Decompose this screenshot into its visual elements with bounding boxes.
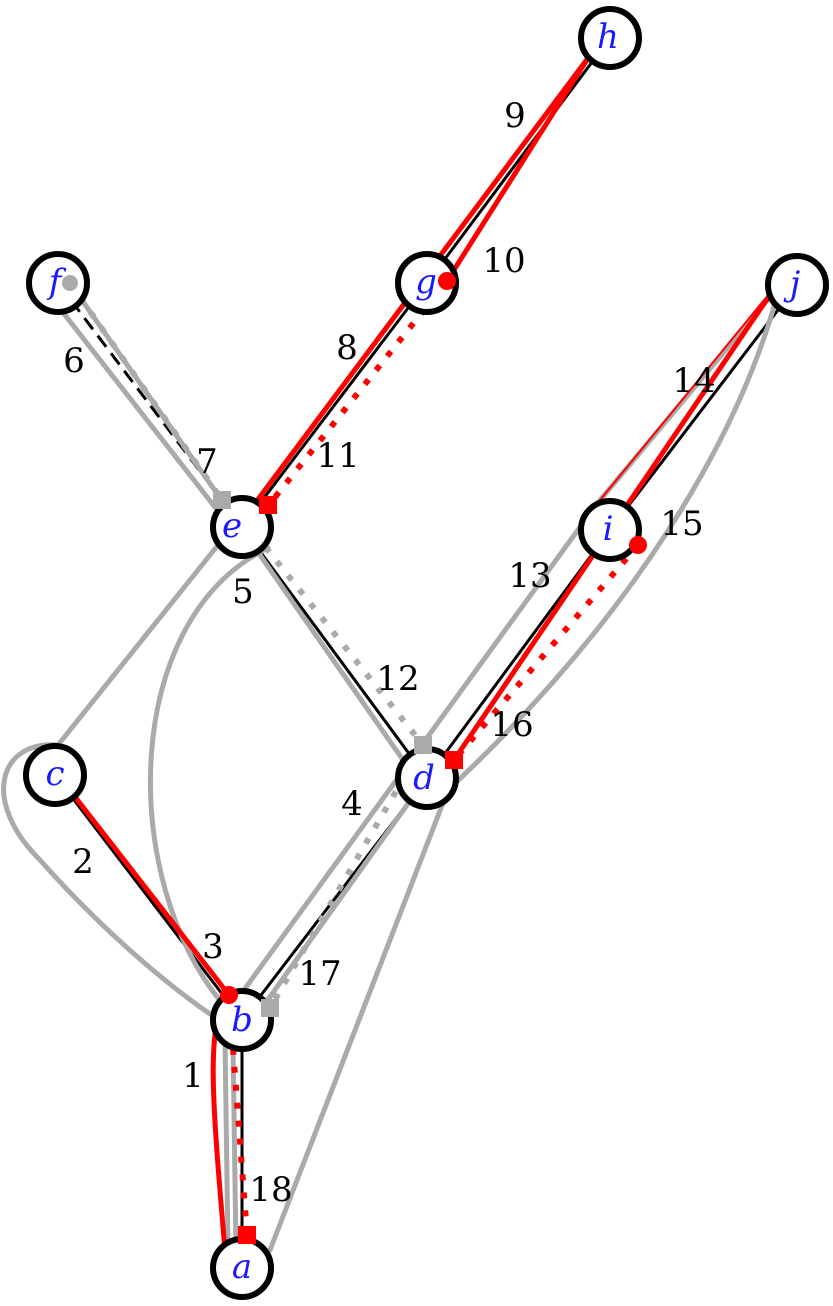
- red-path: [69, 55, 781, 1253]
- grey-square-marker-b: [261, 999, 279, 1017]
- grey-j-d-curve: [445, 282, 783, 793]
- edge-label-4: 4: [341, 784, 363, 824]
- grey-b-d: [249, 795, 415, 1025]
- node-j[interactable]: j: [765, 253, 829, 317]
- path-markers: [62, 272, 647, 1244]
- edge-label-12: 12: [376, 659, 419, 699]
- grey-f-e: [37, 280, 228, 523]
- edge-label-15: 15: [660, 504, 703, 544]
- edge-label-14: 14: [672, 361, 715, 401]
- grey-dot-f-e: [67, 281, 225, 502]
- red-dot-i-d: [451, 543, 641, 762]
- grey-b-a-1: [222, 1037, 231, 1253]
- node-f[interactable]: f: [26, 251, 90, 315]
- grey-b-a-2: [230, 1042, 239, 1253]
- node-h-label: h: [597, 17, 619, 57]
- node-a-label: a: [232, 1247, 252, 1287]
- red-dot-g-e: [265, 279, 450, 508]
- grey-e-b-curve: [148, 545, 271, 1006]
- edge-label-9: 9: [504, 96, 526, 136]
- red-dot-marker-b: [220, 986, 238, 1004]
- red-h-g: [444, 55, 591, 284]
- node-e-label: e: [222, 506, 242, 546]
- edge-label-10: 10: [482, 241, 525, 281]
- node-h[interactable]: h: [578, 6, 642, 70]
- grey-e-c-loop: [1, 537, 231, 1028]
- edge-g-h: [425, 37, 612, 284]
- edge-label-6: 6: [63, 341, 85, 381]
- edge-label-3: 3: [202, 927, 224, 967]
- node-f-circle: [26, 251, 90, 315]
- node-e-circle: [210, 495, 274, 559]
- node-a[interactable]: a: [210, 1236, 274, 1300]
- node-j-circle: [765, 253, 829, 317]
- red-square-marker-e: [259, 496, 277, 514]
- red-square-marker-d: [445, 751, 463, 769]
- red-dot-marker-i: [629, 536, 647, 554]
- node-d[interactable]: d: [395, 746, 459, 810]
- edge-d-e: [240, 526, 429, 779]
- edge-labels: 1 2 3 4 5 6 7 8 9 10 11 12 13 14 15 16 1…: [63, 96, 715, 1210]
- grey-path: [1, 280, 783, 1253]
- node-b-circle: [210, 988, 274, 1052]
- grey-a-d: [267, 787, 451, 1253]
- node-g-circle: [395, 251, 459, 315]
- edge-label-13: 13: [508, 556, 551, 596]
- node-i[interactable]: i: [578, 498, 642, 562]
- node-i-circle: [578, 498, 642, 562]
- edge-label-1: 1: [182, 1056, 204, 1096]
- node-i-label: i: [603, 509, 614, 549]
- red-dot-marker-g: [438, 272, 456, 290]
- red-c-b: [69, 790, 232, 998]
- edge-label-11: 11: [316, 436, 359, 476]
- edge-label-5: 5: [232, 572, 254, 612]
- grey-dot-d-b: [267, 743, 426, 1010]
- grey-dot-e-d: [229, 503, 426, 747]
- edge-label-7: 7: [196, 442, 218, 482]
- grey-square-marker-d: [414, 736, 432, 754]
- node-c[interactable]: c: [23, 743, 87, 807]
- node-b[interactable]: b: [210, 988, 274, 1052]
- grey-dot-marker-f: [62, 275, 78, 291]
- node-e[interactable]: e: [210, 495, 274, 559]
- node-d-label: d: [413, 758, 435, 798]
- node-c-circle: [23, 743, 87, 807]
- edge-b-c: [53, 774, 244, 1021]
- grey-square-marker-e: [213, 491, 231, 509]
- edge-label-18: 18: [249, 1170, 292, 1210]
- base-edges: [53, 37, 799, 1268]
- node-b-label: b: [231, 1000, 253, 1040]
- red-square-marker-a: [238, 1226, 256, 1244]
- node-h-circle: [578, 6, 642, 70]
- node-g[interactable]: g: [395, 251, 459, 315]
- node-g-label: g: [415, 262, 437, 302]
- edge-label-17: 17: [298, 954, 341, 994]
- edge-e-g: [240, 282, 429, 528]
- edge-label-2: 2: [72, 842, 94, 882]
- edge-label-8: 8: [336, 328, 358, 368]
- red-i-j-thin: [595, 282, 779, 506]
- node-c-label: c: [45, 754, 64, 794]
- edge-label-16: 16: [490, 705, 533, 745]
